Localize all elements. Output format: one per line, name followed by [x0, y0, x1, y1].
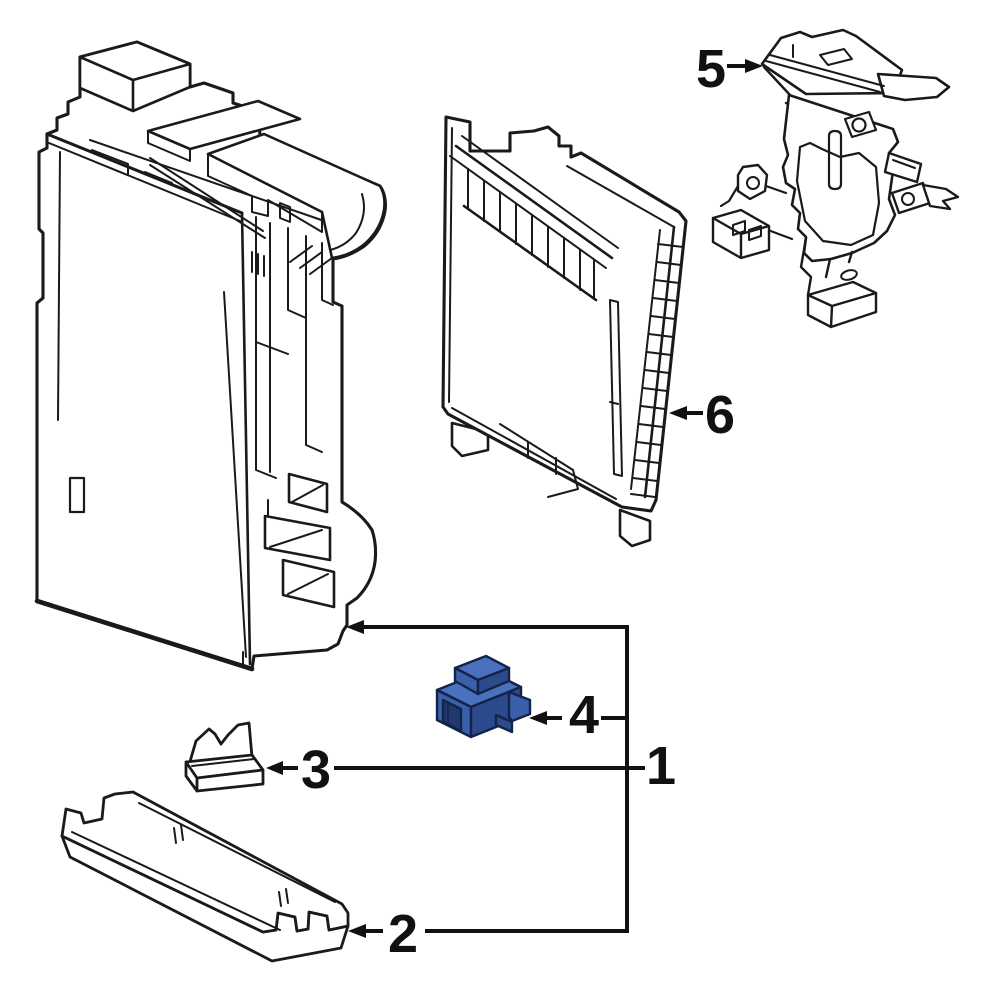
bracket-hole-lower: [901, 192, 915, 206]
callout-5-arrowhead: [745, 59, 763, 73]
bracket-slot: [827, 129, 843, 191]
circuit-board-drawing: [441, 115, 688, 548]
bottom-edge-heavy: [34, 598, 255, 672]
callout-5: 5: [696, 39, 763, 99]
board-outline: [441, 115, 688, 513]
connector-flange: [507, 690, 532, 723]
callout-3-arrowhead: [266, 761, 283, 775]
clip-base: [184, 753, 265, 793]
junction-block-drawing: [34, 40, 387, 672]
callout-2-number: 2: [388, 904, 418, 964]
bracket-window: [795, 141, 881, 247]
callout-1-number: 1: [646, 736, 676, 796]
callout-6-number: 6: [705, 385, 735, 445]
callout-2-arrowhead: [348, 924, 366, 938]
callout-3: 3: [266, 740, 645, 800]
ladder-rungs: [630, 243, 684, 498]
connector-comb-teeth: [467, 168, 595, 300]
top-connector-box: [78, 40, 192, 113]
lower-cover-drawing: [60, 790, 350, 963]
fuse-cavities: [263, 472, 336, 609]
clip-drawing: [184, 721, 265, 793]
mid-deck-band: [147, 130, 191, 162]
front-top-rim: [45, 132, 244, 215]
cavity-slashes: [269, 484, 329, 595]
bracket-ear-hole: [746, 176, 760, 190]
bracket-tab-box: [711, 208, 771, 260]
top-deck-band: [207, 153, 323, 233]
board-inner-edges: [448, 127, 675, 500]
callout-2: 2: [348, 904, 418, 964]
bracket-hole-upper: [851, 117, 867, 133]
callout-1-bracket-line: [364, 625, 629, 933]
bracket-pointed-tab: [921, 183, 960, 211]
connector-step-right: [476, 666, 511, 696]
tray-inner-lines: [71, 802, 336, 931]
bracket-tab-slots: [732, 220, 762, 241]
callout-4: 4: [529, 685, 627, 745]
bracket-arm-lines: [719, 184, 794, 241]
side-hatch-lines: [289, 245, 333, 275]
callout-4-arrowhead: [529, 711, 547, 725]
bracket-foot: [806, 280, 878, 329]
tray-top-face: [60, 790, 350, 934]
fuse-connector-drawing: [435, 654, 532, 739]
clip-base-line: [191, 758, 255, 767]
bracket-shelf-line: [892, 159, 916, 169]
front-slot: [68, 476, 86, 514]
front-right-edge: [240, 211, 252, 666]
mid-deck: [146, 99, 302, 151]
bracket-top-plate: [760, 28, 904, 96]
hanging-pin-lines: [251, 251, 265, 277]
callout-6-arrowhead: [669, 406, 687, 420]
top-detail-lines: [91, 149, 173, 184]
callout-1-arrowhead: [346, 620, 364, 634]
callout-6: 6: [669, 385, 735, 445]
mounting-bracket-drawing: [711, 28, 960, 329]
bracket-plate-lines: [765, 44, 885, 93]
top-deck: [206, 132, 386, 260]
mid-rim-lines: [149, 157, 266, 239]
connector-notch: [494, 713, 514, 734]
callout-5-number: 5: [696, 39, 726, 99]
cap-inner-arc: [329, 193, 365, 251]
ladder-rail-inner: [630, 229, 661, 490]
bracket-wing: [876, 72, 951, 102]
callout-3-number: 3: [301, 740, 331, 800]
bracket-leg-hole: [840, 269, 858, 281]
board-slot-rect: [609, 299, 623, 477]
connector-comb-rails: [454, 144, 614, 302]
callout-4-number: 4: [569, 685, 599, 745]
callout-1: 1: [346, 620, 676, 933]
board-bottom-details: [499, 423, 579, 498]
ladder-rail-outer: [643, 225, 676, 499]
interior-shelf-lines: [255, 227, 334, 541]
bracket-leg-lines: [799, 236, 854, 297]
